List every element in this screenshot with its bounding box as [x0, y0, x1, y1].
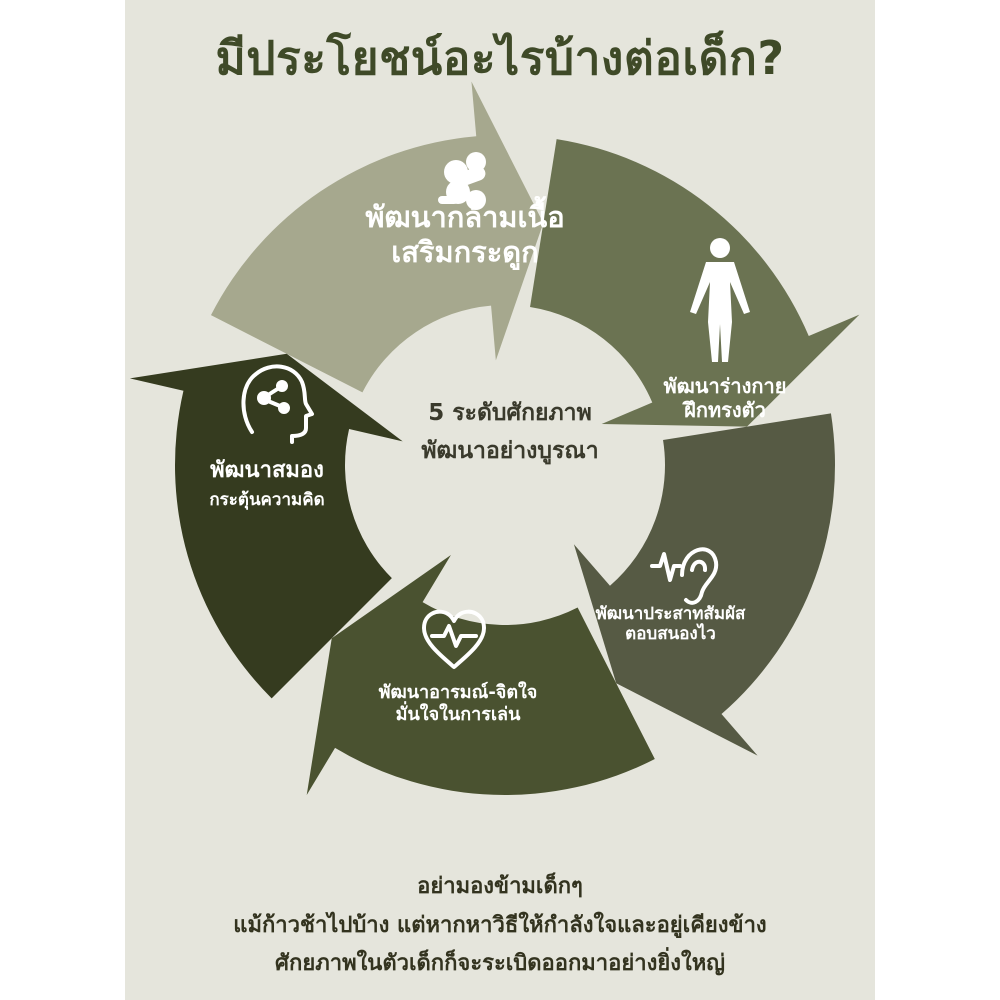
segment-label-muscle-bone: พัฒนากล้ามเนื้อ เสริมกระดูก — [340, 200, 590, 270]
ear-soundwave-icon — [650, 547, 719, 605]
arrow-segment-body-balance — [530, 139, 860, 427]
segment-label-line: พัฒนาอารมณ์-จิตใจ — [378, 682, 538, 703]
segment-label-line: มั่นใจในการเล่น — [395, 703, 521, 725]
page-title: มีประโยชน์อะไรบ้างต่อเด็ก? — [215, 31, 785, 85]
segment-label-brain: พัฒนาสมอง กระตุ้นความคิด — [182, 458, 352, 511]
heart-pulse-icon — [422, 609, 486, 669]
segment-label-line: พัฒนาร่างกาย — [663, 374, 787, 398]
segment-label-line: พัฒนาประสาทสัมผัส — [595, 604, 746, 624]
footer-line: ศักยภาพในตัวเด็กก็จะระเบิดออกมาอย่างยิ่ง… — [275, 951, 725, 976]
segment-label-line: กระตุ้นความคิด — [209, 490, 325, 511]
segment-label-line: พัฒนากล้ามเนื้อ — [365, 200, 565, 234]
footer-line: อย่ามองข้ามเด็กๆ — [417, 874, 583, 899]
segment-label-body-balance: พัฒนาร่างกาย ฝึกทรงตัว — [635, 374, 815, 422]
segment-label-line: ตอบสนองไว — [625, 624, 716, 645]
segment-label-line: พัฒนาสมอง — [210, 458, 324, 483]
arrow-segment-muscle-bone — [210, 81, 544, 393]
segment-label-emotion: พัฒนาอารมณ์-จิตใจ มั่นใจในการเล่น — [358, 682, 558, 725]
arrow-segment-emotion — [306, 555, 655, 796]
bone-joint-icon — [438, 152, 486, 210]
footer-line: แม้ก้าวช้าไปบ้าง แต่หากหาวิธีให้กำลังใจแ… — [233, 912, 767, 938]
segment-label-line: ฝึกทรงตัว — [684, 398, 766, 422]
segment-label-senses: พัฒนาประสาทสัมผัส ตอบสนองไว — [578, 604, 763, 645]
brain-head-icon — [241, 364, 314, 444]
center-caption-line: 5 ระดับศักยภาพ — [428, 400, 592, 426]
arrow-segment-brain — [129, 353, 403, 699]
center-caption: 5 ระดับศักยภาพ พัฒนาอย่างบูรณา — [370, 395, 650, 471]
segment-label-line: เสริมกระดูก — [391, 234, 539, 269]
human-body-icon — [690, 238, 750, 362]
footer-text: อย่ามองข้ามเด็กๆ แม้ก้าวช้าไปบ้าง แต่หาก… — [125, 868, 875, 984]
center-caption-line: พัฒนาอย่างบูรณา — [421, 437, 599, 464]
